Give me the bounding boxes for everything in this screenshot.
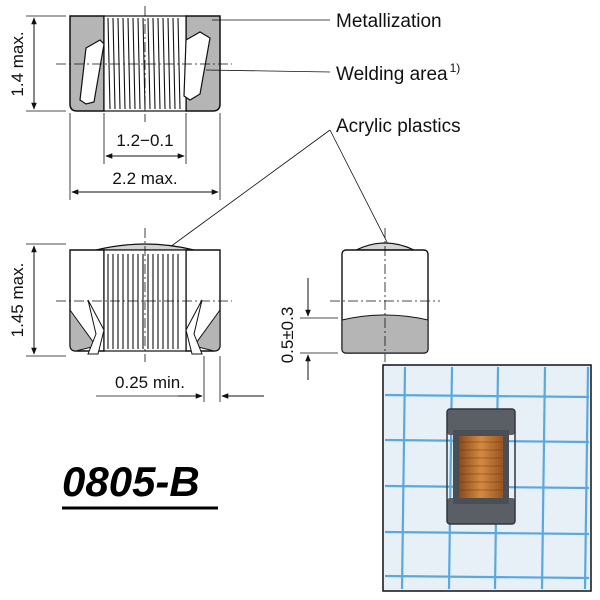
- label-welding-footnote: 1): [450, 61, 461, 75]
- lead-front-left: [87, 299, 105, 355]
- winding-front: [107, 254, 179, 349]
- dim-terminal-min: 0.25 min.: [115, 373, 185, 392]
- photo-component: [446, 408, 516, 525]
- front-view: 1.45 max. 0.25 min.: [8, 228, 264, 402]
- side-view: 0.5±0.3: [278, 228, 440, 380]
- metallization-side: [341, 314, 429, 354]
- metallization-front-left: [69, 308, 97, 352]
- welding-lead-right: [183, 31, 211, 101]
- top-view: 1.4 max. 1.2−0.1 2.2 max.: [8, 6, 232, 200]
- winding-top: [107, 17, 181, 110]
- lead-front-right: [185, 299, 203, 355]
- welding-lead-left: [79, 39, 105, 105]
- component-photo: [382, 364, 592, 592]
- part-number-block: 0805-B: [62, 458, 218, 510]
- part-number: 0805-B: [62, 458, 200, 505]
- photo-grid: [384, 366, 590, 590]
- dim-inner-width: 1.2−0.1: [116, 131, 173, 150]
- label-metallization: Metallization: [336, 11, 442, 32]
- dim-overall-width: 2.2 max.: [112, 169, 177, 188]
- dim-metallization-height: 0.5±0.3: [278, 307, 297, 364]
- dim-height-side: 1.45 max.: [8, 263, 27, 338]
- label-acrylic-plastics: Acrylic plastics: [336, 116, 461, 137]
- metallization-front-right: [193, 308, 221, 352]
- dim-height-top: 1.4 max.: [8, 31, 27, 96]
